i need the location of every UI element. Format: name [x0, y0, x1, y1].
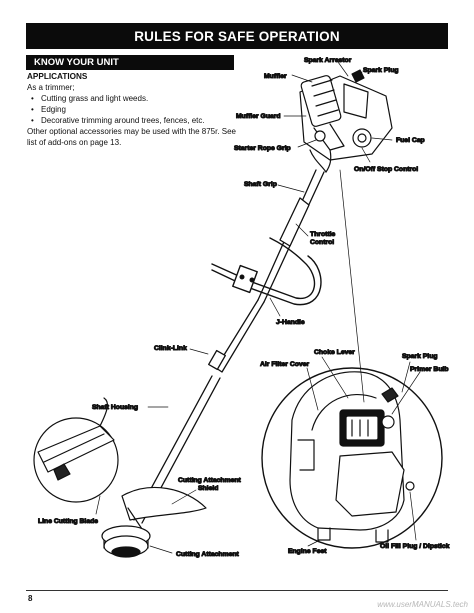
label-clink-link: Clink-Link: [154, 345, 187, 352]
label-on-off-stop-control: On/Off Stop Control: [354, 166, 418, 173]
label-j-handle: J-Handle: [276, 319, 305, 326]
section-title: KNOW YOUR UNIT: [34, 57, 119, 68]
engine-detail-inset: [261, 367, 443, 549]
list-item: Decorative trimming around trees, fences…: [27, 115, 242, 126]
label-cutting-attachment-shield-1: Cutting Attachment: [178, 477, 242, 484]
label-choke-lever: Choke Lever: [314, 349, 355, 356]
leader-lines: [95, 61, 421, 554]
label-spark-arrestor: Spark Arrestor: [304, 57, 352, 64]
label-cutting-attachment-shield-2: Shield: [198, 485, 218, 492]
section-header: KNOW YOUR UNIT: [26, 55, 234, 70]
list-item: Cutting grass and light weeds.: [27, 93, 242, 104]
label-spark-plug-detail: Spark Plug: [402, 353, 438, 360]
callout-labels: Spark Arrestor Muffler Spark Plug Muffle…: [38, 57, 451, 559]
label-muffler: Muffler: [264, 73, 287, 80]
label-air-filter-cover: Air Filter Cover: [260, 361, 309, 368]
label-engine-feet: Engine Feet: [288, 548, 327, 555]
label-line-cutting-blade: Line Cutting Blade: [38, 518, 98, 525]
label-throttle-control-2: Control: [310, 239, 334, 246]
applications-list: Cutting grass and light weeds. Edging De…: [27, 93, 242, 126]
label-oil-fill-plug: Oil Fill Plug / Dipstick: [380, 543, 450, 550]
applications-lead: As a trimmer;: [27, 83, 75, 92]
label-shaft-housing: Shaft Housing: [92, 404, 138, 411]
label-cutting-attachment: Cutting Attachment: [176, 551, 240, 558]
label-throttle-control-1: Throttle: [310, 231, 336, 238]
label-fuel-cap: Fuel Cap: [396, 137, 425, 144]
label-starter-rope-grip: Starter Rope Grip: [234, 145, 291, 152]
label-shaft-grip: Shaft Grip: [244, 181, 277, 188]
page-number: 8: [28, 594, 33, 603]
watermark-text: www.userMANUALS.tech: [377, 600, 468, 609]
j-handle: [211, 237, 322, 306]
line-cutting-blade-inset: [33, 397, 119, 503]
page-title: RULES FOR SAFE OPERATION: [134, 28, 340, 44]
label-spark-plug-top: Spark Plug: [363, 67, 399, 74]
engine-head: [299, 69, 393, 173]
list-item: Edging: [27, 104, 242, 115]
label-primer-bulb: Primer Bulb: [410, 366, 449, 373]
applications-heading: APPLICATIONS: [27, 72, 88, 81]
applications-block: APPLICATIONS As a trimmer; Cutting grass…: [27, 71, 242, 148]
footer-divider: [26, 590, 448, 591]
cutting-head: [101, 486, 207, 558]
page-title-banner: RULES FOR SAFE OPERATION: [26, 23, 448, 49]
label-muffler-guard: Muffler Guard: [236, 113, 281, 120]
applications-note: Other optional accessories may be used w…: [27, 127, 237, 147]
